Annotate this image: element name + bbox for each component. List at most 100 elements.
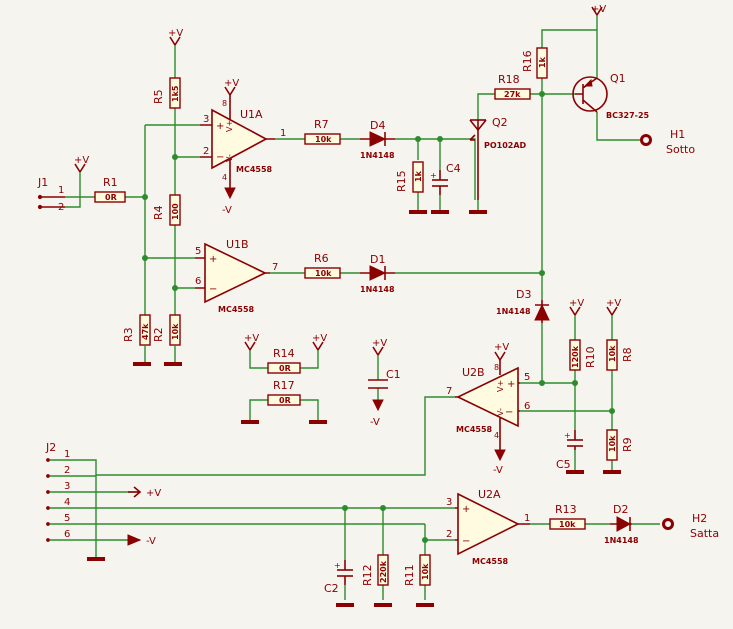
svg-text:+: + [209,254,217,265]
resistor-r10: R10 120k [569,339,597,371]
junctions [142,91,615,543]
svg-text:−: − [462,536,470,547]
thyristor-q2: Q2 PO102AD [469,116,527,200]
r4-value: 100 [171,203,180,220]
grounds [87,200,621,607]
u1a-ref: U1A [240,108,263,121]
resistor-r11: R11 10k [403,554,431,586]
svg-text:6: 6 [524,401,530,412]
capacitor-c1: C1 [368,368,401,389]
resistor-r8: R8 10k [606,339,634,371]
r2-value: 10k [171,323,180,340]
r14-value: 0R [279,364,291,373]
r4-ref: R4 [152,205,165,220]
resistor-r1: R1 0R [94,176,126,203]
svg-text:+V: +V [494,342,509,353]
svg-text:5: 5 [195,246,201,257]
svg-text:7: 7 [272,262,278,273]
svg-text:+V: +V [591,4,606,15]
resistor-r3: R3 47k [122,314,151,346]
svg-text:2: 2 [446,529,452,540]
r3-ref: R3 [122,327,135,342]
r15-ref: R15 [395,170,408,192]
resistor-r2: R2 10k [152,314,181,346]
svg-text:+: + [507,379,515,390]
u2a-ref: U2A [478,488,501,501]
svg-text:−: − [505,407,513,418]
svg-text:+V: +V [569,298,584,309]
d3-ref: D3 [516,288,531,301]
q2-value: PO102AD [484,141,527,150]
r16-ref: R16 [521,50,534,72]
svg-text:V-: V- [496,408,505,416]
svg-text:-V: -V [493,465,503,476]
r13-ref: R13 [555,503,577,516]
d3-value: 1N4148 [496,307,531,316]
r5-value: 1k5 [171,85,180,102]
svg-text:V+: V+ [496,380,505,392]
diode-d1: D1 1N4148 [360,253,395,294]
r8-ref: R8 [621,347,634,362]
d2-ref: D2 [613,503,628,516]
j2-ref: J2 [45,441,56,454]
r10-ref: R10 [584,346,597,368]
svg-text:+: + [564,431,571,440]
u1a-value: MC4558 [236,165,273,174]
svg-text:+V: +V [372,338,387,349]
capacitor-c5: + C5 [556,430,583,471]
svg-text:-V: -V [146,536,156,547]
svg-text:3: 3 [64,481,70,492]
q2-ref: Q2 [492,116,508,129]
svg-text:1: 1 [280,128,286,139]
c1-ref: C1 [386,368,401,381]
capacitor-c2: + C2 [324,560,353,595]
resistor-r18: R18 27k [494,73,531,100]
h2-ref: H2 [692,512,707,525]
r9-value: 10k [608,435,617,452]
svg-text:1: 1 [524,513,530,524]
power-symbols: +V +V +V +V +V +V +V +V +V +V +V -V -V -… [74,4,621,547]
r10-value: 120k [571,345,580,368]
opamp-u2a: + − U2A MC4558 3 2 1 [446,488,530,566]
opamp-u1b: + − U1B MC4558 5 6 7 [195,238,278,314]
r17-value: 0R [279,396,291,405]
r14-ref: R14 [273,347,295,360]
svg-text:−: − [209,284,217,295]
r11-value: 10k [421,563,430,580]
svg-text:4: 4 [64,497,70,508]
svg-text:+V: +V [244,333,259,344]
j1-pin2: 2 [58,202,64,213]
svg-text:8: 8 [494,363,499,372]
connector-j2: J2 1 2 3 4 5 6 [45,441,70,542]
q1-value: BC327-25 [606,111,650,120]
r15-value: 1k [414,170,423,182]
r3-value: 47k [141,323,150,340]
svg-text:+V: +V [168,28,183,39]
resistor-r14: R14 0R [267,347,301,374]
resistor-r17: R17 0R [267,379,301,406]
resistor-r7: R7 10k [304,118,341,145]
r9-ref: R9 [621,437,634,452]
d2-value: 1N4148 [604,536,639,545]
r12-ref: R12 [361,564,374,586]
transistor-q1: Q1 BC327-25 [572,72,650,120]
svg-text:-V: -V [370,417,380,428]
h2-value: Satta [690,527,719,540]
svg-text:+V: +V [74,155,89,166]
svg-text:5: 5 [64,513,70,524]
opamp-u1a: + − V+ V- U1A MC4558 3 2 1 8 4 [200,95,286,182]
svg-text:+: + [334,561,341,570]
svg-text:V+: V+ [225,120,234,132]
r8-value: 10k [608,345,617,362]
j1-ref: J1 [37,176,48,189]
resistor-r16: R16 1k [521,47,548,79]
svg-text:+V: +V [224,78,239,89]
svg-text:-V: -V [222,205,232,216]
pad-h1: H1 Sotto [640,128,695,156]
resistor-r6: R6 10k [304,252,341,279]
svg-text:+V: +V [146,488,161,499]
svg-text:2: 2 [64,465,70,476]
r2-ref: R2 [152,327,165,342]
svg-text:+: + [430,171,437,180]
